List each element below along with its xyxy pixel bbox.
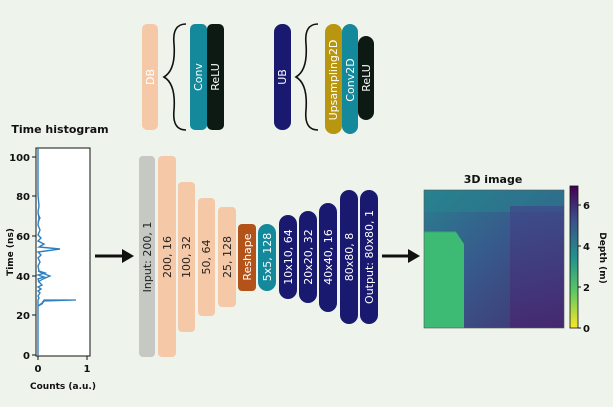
legend-brace-right — [294, 23, 319, 131]
block-200-16-label: 200, 16 — [161, 236, 174, 278]
histogram-xlabel: Counts (a.u.) — [30, 382, 96, 392]
histogram-xtick-0: 0 — [35, 364, 42, 375]
block-output: Output: 80x80, 1 — [360, 190, 378, 324]
histogram-yticks: 0 20 40 60 80 100 — [9, 153, 36, 362]
block-80x80-8-label: 80x80, 8 — [343, 233, 356, 282]
histogram-peak-low — [37, 299, 77, 307]
histogram-ylabel: Time (ns) — [6, 228, 16, 276]
histogram-ytick-100: 100 — [9, 153, 30, 164]
block-25-128-label: 25, 128 — [221, 236, 234, 278]
time-histogram: Time histogram 0 20 40 60 80 100 0 1 Tim… — [6, 123, 109, 392]
histogram-ytick-20: 20 — [16, 311, 30, 322]
histogram-ytick-80: 80 — [16, 192, 30, 203]
legend-upsampling-label: Upsampling2D — [327, 40, 340, 121]
histogram-xticks: 0 1 — [35, 356, 91, 375]
block-200-16: 200, 16 — [158, 156, 176, 357]
legend-upsampling-block — [325, 24, 342, 134]
colorbar-tick-4: 4 — [583, 242, 590, 253]
network-blocks: Input: 200, 1 200, 16 100, 32 50, 64 25,… — [139, 156, 378, 357]
histogram-ytick-60: 60 — [16, 232, 30, 243]
block-reshape: Reshape — [238, 224, 256, 291]
colorbar-label: Depth (m) — [597, 232, 607, 283]
legend-relu-block — [207, 24, 224, 130]
histogram-axes — [35, 147, 91, 357]
colorbar-tick-6: 6 — [583, 201, 590, 212]
depth-image-panel: 3D image 0 2 4 6 Depth (m) — [423, 173, 607, 335]
legend-conv2d-block — [342, 24, 358, 134]
legend-ub-block — [274, 24, 291, 130]
legend-ub-label: UB — [276, 69, 289, 85]
histogram-curve — [35, 148, 61, 356]
histogram-xtick-1: 1 — [84, 364, 91, 375]
block-20x20-32: 20x20, 32 — [299, 211, 317, 303]
histogram-peak-mid — [37, 270, 52, 283]
colorbar-tick-2: 2 — [583, 283, 590, 294]
block-25-128: 25, 128 — [218, 207, 236, 307]
block-input-label: Input: 200, 1 — [141, 222, 154, 293]
legend-relu2-block — [358, 36, 374, 120]
block-100-32-label: 100, 32 — [180, 236, 193, 278]
block-5x5-128: 5x5, 128 — [258, 224, 276, 291]
block-input: Input: 200, 1 — [139, 156, 155, 357]
depth-image — [423, 189, 565, 329]
arrow-network-to-image — [382, 249, 420, 263]
depth-image-title: 3D image — [464, 173, 523, 186]
block-5x5-128-label: 5x5, 128 — [261, 233, 274, 282]
block-10x10-64: 10x10, 64 — [279, 215, 297, 299]
histogram-ytick-0: 0 — [23, 351, 30, 362]
block-output-label: Output: 80x80, 1 — [363, 210, 376, 304]
block-50-64-label: 50, 64 — [200, 240, 213, 275]
arrow-histogram-to-network — [95, 249, 134, 263]
block-100-32: 100, 32 — [178, 182, 195, 332]
legend-db-label: DB — [144, 69, 157, 85]
histogram-peak-top — [37, 213, 41, 223]
legend-db-block — [142, 24, 158, 130]
legend-relu-label: ReLU — [209, 63, 222, 91]
legend-conv-block — [190, 24, 207, 130]
block-40x40-16: 40x40, 16 — [319, 203, 337, 312]
legend-relu2-label: ReLU — [360, 64, 373, 92]
legend-conv2d-label: Conv2D — [344, 58, 357, 101]
histogram-title: Time histogram — [11, 123, 108, 136]
depth-colorbar: 0 2 4 6 Depth (m) — [569, 185, 607, 335]
block-reshape-label: Reshape — [241, 233, 254, 280]
legend-brace-left — [162, 23, 187, 131]
block-10x10-64-label: 10x10, 64 — [282, 229, 295, 285]
block-50-64: 50, 64 — [198, 198, 215, 316]
block-40x40-16-label: 40x40, 16 — [322, 229, 335, 285]
legend-conv-label: Conv — [192, 63, 205, 91]
legend-ub-group: UB Upsampling2D Conv2D ReLU — [274, 23, 374, 134]
histogram-ytick-40: 40 — [16, 272, 30, 283]
colorbar-tick-0: 0 — [583, 324, 590, 335]
block-20x20-32-label: 20x20, 32 — [302, 229, 315, 285]
block-80x80-8: 80x80, 8 — [340, 190, 358, 324]
legend-db-group: DB Conv ReLU — [142, 23, 224, 131]
